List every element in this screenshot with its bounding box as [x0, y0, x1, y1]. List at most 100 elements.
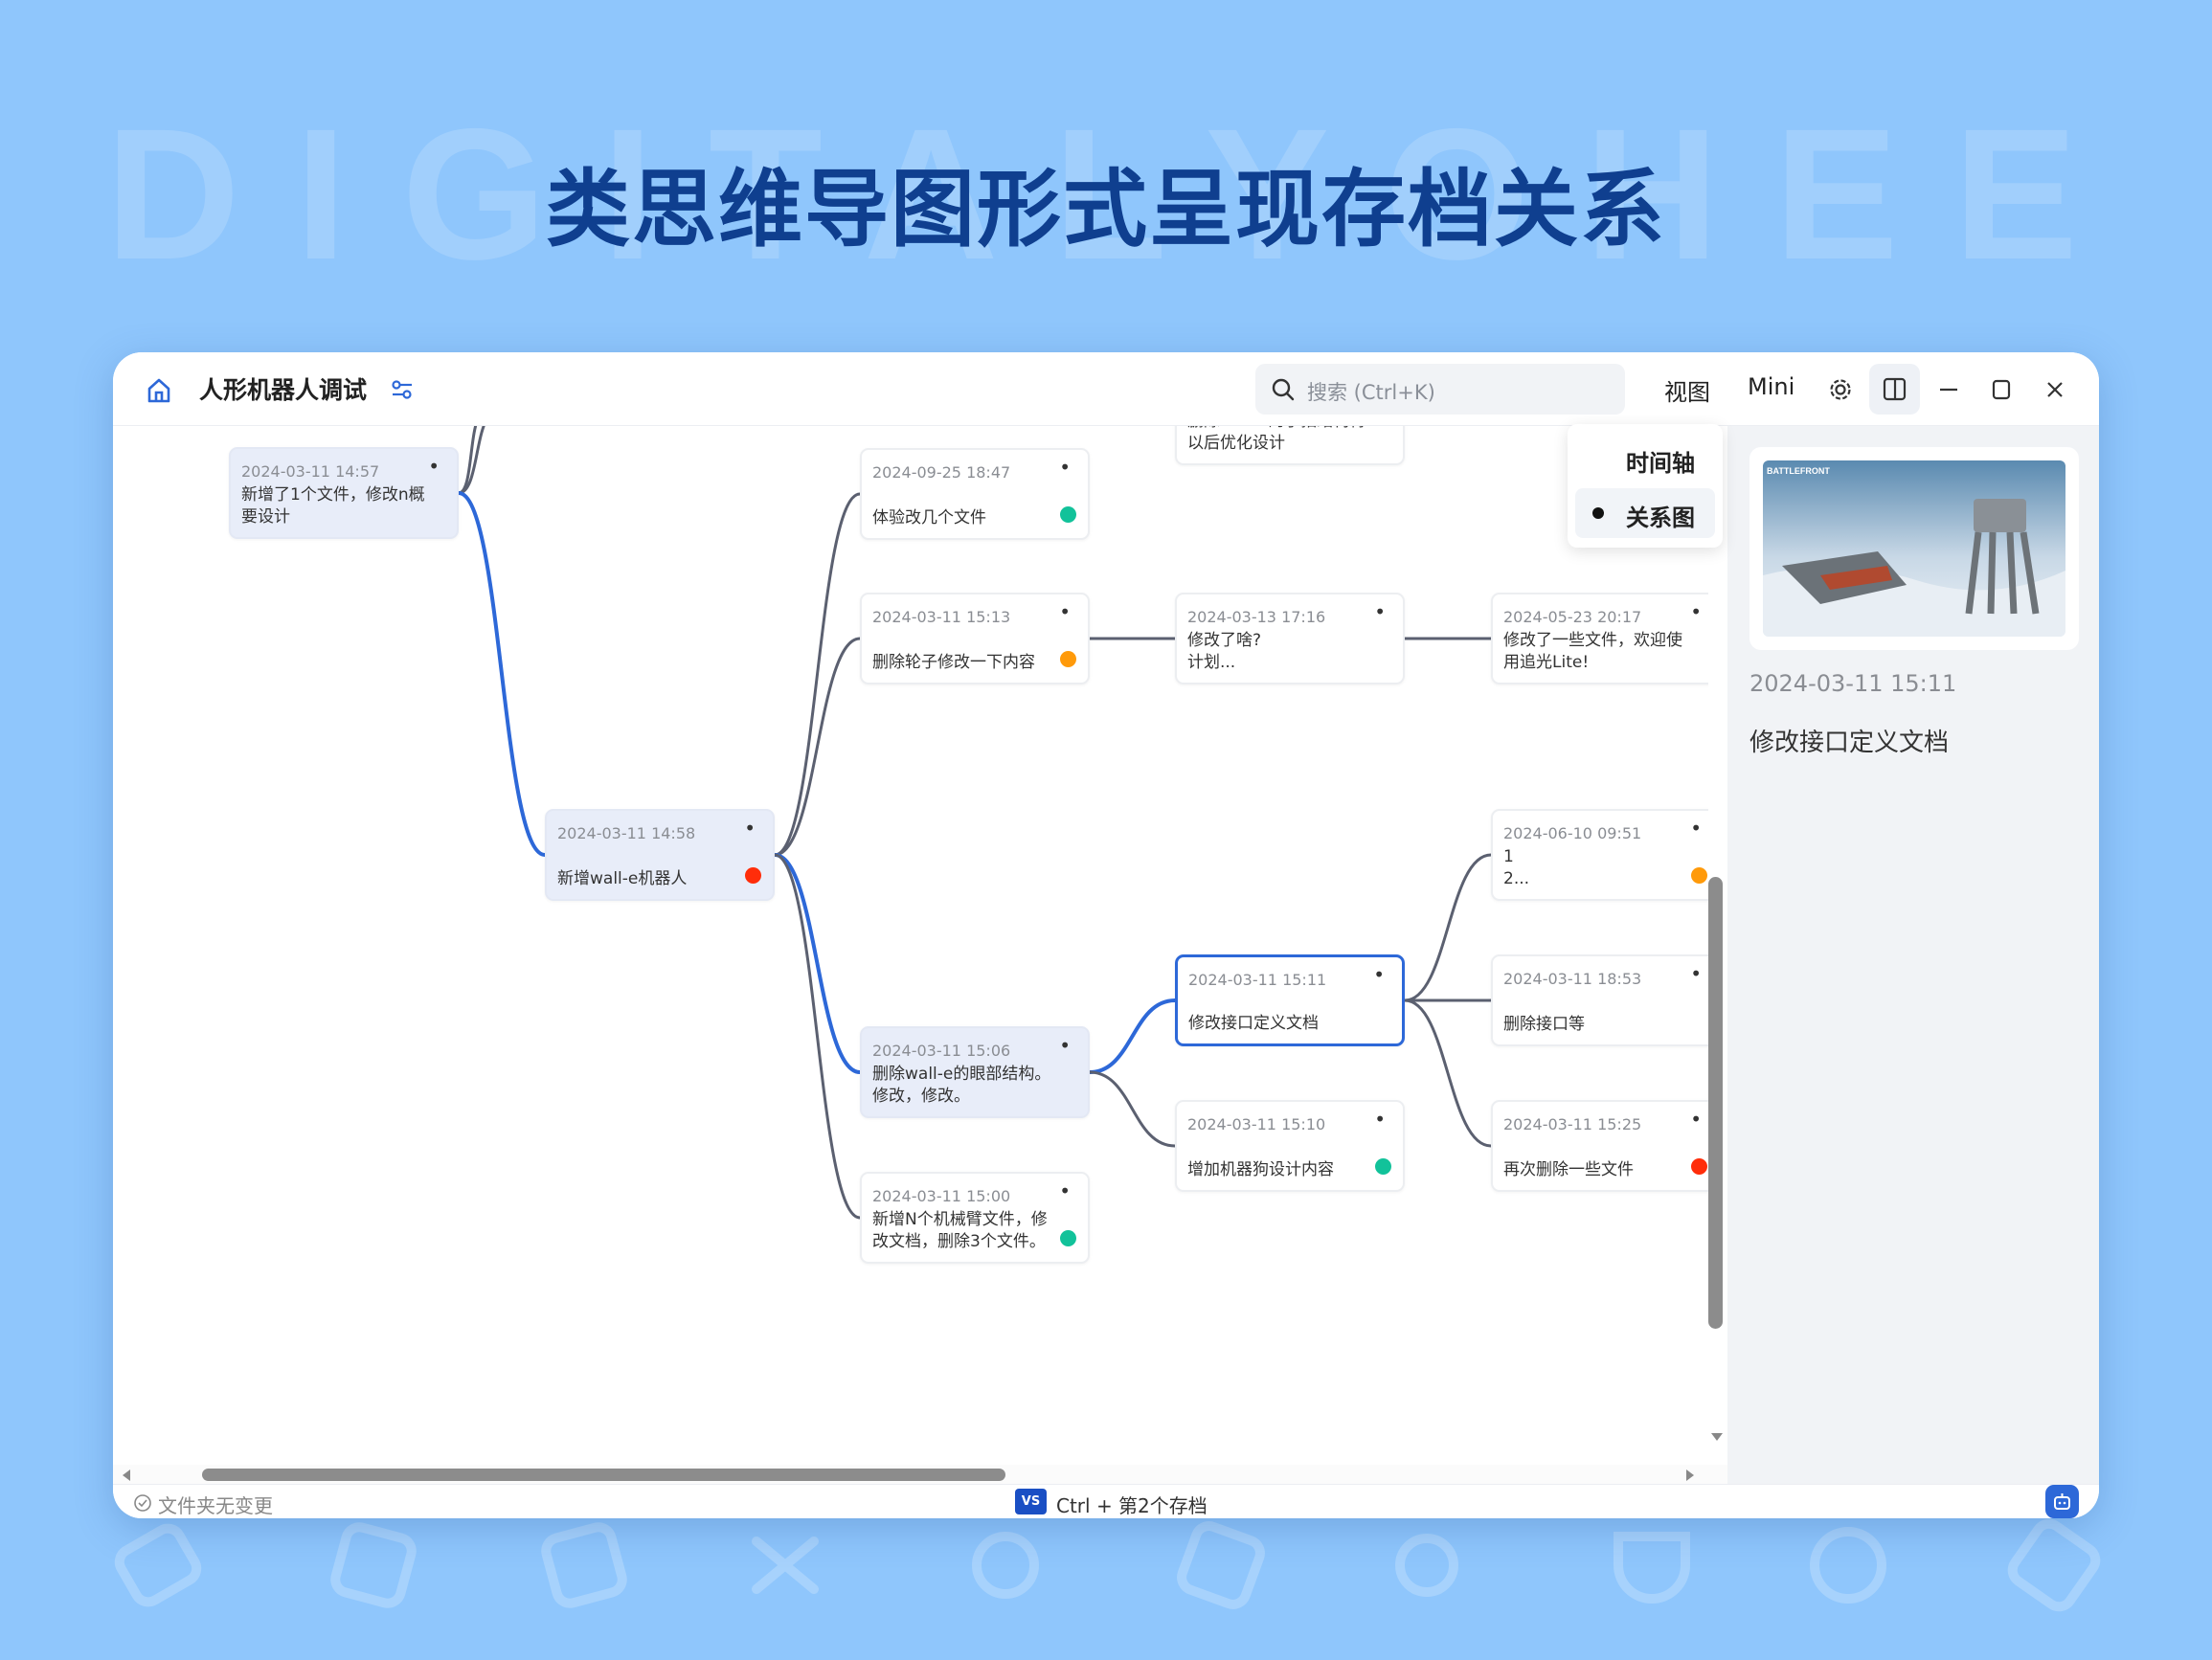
graph-edge-active — [458, 491, 546, 857]
assistant-button[interactable] — [2045, 1485, 2079, 1518]
node-time: 2024-03-11 15:06 — [872, 1042, 1011, 1060]
vertical-scroll-thumb[interactable] — [1708, 877, 1723, 1329]
key-icon — [1810, 1527, 1886, 1604]
graph-edge-active — [774, 853, 861, 1074]
tag-icon — [2007, 1518, 2101, 1612]
status-dot-icon — [1691, 1158, 1707, 1175]
folder-status: 文件夹无变更 — [158, 1494, 273, 1517]
node-time: 2024-03-11 15:11 — [1188, 971, 1327, 989]
horizontal-scroll-thumb[interactable] — [202, 1469, 1005, 1481]
node-time: 2024-06-10 09:51 — [1503, 824, 1642, 842]
watermark-text: DIGITALYOHEE — [105, 90, 2078, 278]
node-description: 新增了1个文件，修改n概 要设计 — [241, 485, 425, 527]
node-time: 2024-03-11 15:00 — [872, 1187, 1011, 1205]
archive-node[interactable]: 2024-06-10 09:51 • 1 2... — [1491, 809, 1708, 901]
bag-icon — [541, 1522, 627, 1608]
svg-text:BATTLEFRONT: BATTLEFRONT — [1767, 466, 1830, 476]
node-menu-icon[interactable]: • — [1059, 456, 1071, 479]
node-menu-icon[interactable]: • — [1690, 817, 1702, 840]
node-menu-icon[interactable]: • — [428, 455, 440, 478]
archive-node[interactable]: 2024-03-11 15:13 • 删除轮子修改一下内容 — [860, 593, 1090, 684]
gear-icon[interactable] — [1827, 376, 1854, 403]
node-time: 2024-03-11 18:53 — [1503, 970, 1642, 988]
detail-panel: BATTLEFRONT 2024-03-11 15:11 修改接口定义文档 — [1727, 426, 2099, 1484]
status-dot-icon — [745, 867, 761, 884]
archive-node[interactable]: 2024-03-11 14:58•新增wall-e机器人 — [545, 809, 775, 901]
close-icon[interactable] — [2043, 378, 2066, 401]
status-dot-icon — [1375, 1158, 1391, 1175]
node-description: 修改了一些文件，欢迎使 用追光Lite! — [1503, 631, 1682, 672]
graph-edges — [458, 426, 1492, 1220]
node-time: 2024-03-11 14:58 — [557, 824, 696, 842]
archive-node[interactable]: 2024-03-11 15:10•增加机器狗设计内容 — [1175, 1100, 1405, 1192]
drone-icon — [752, 1537, 819, 1594]
scroll-right-arrow-icon[interactable] — [1684, 1468, 1696, 1483]
status-dot-icon — [1060, 1230, 1076, 1246]
archive-node[interactable]: 2024-03-11 14:57•新增了1个文件，修改n概 要设计 — [229, 447, 459, 539]
node-menu-icon[interactable]: • — [744, 817, 756, 840]
archive-node[interactable]: 2024-03-11 15:06•删除wall-e的眼部结构。 修改，修改。 — [860, 1026, 1090, 1118]
graph-edge-active — [1089, 998, 1176, 1074]
node-description: 1 2... — [1503, 847, 1530, 888]
archive-node[interactable]: 2024-03-11 18:53•删除接口等 — [1491, 954, 1708, 1046]
node-time: 2024-09-25 18:47 — [872, 463, 1011, 482]
archive-preview-card[interactable]: BATTLEFRONT — [1749, 447, 2079, 650]
robot-assistant-icon — [2054, 1493, 2070, 1510]
node-menu-icon[interactable]: • — [1059, 1179, 1071, 1202]
status-dot-icon — [1060, 506, 1076, 523]
node-menu-icon[interactable]: • — [1690, 600, 1702, 623]
archive-node[interactable]: 2024-03-11 15:11•修改接口定义文档 — [1175, 954, 1405, 1046]
archive-time: 2024-03-11 15:11 — [1749, 670, 1957, 697]
mini-button[interactable]: Mini — [1748, 373, 1795, 400]
vs-badge: VS — [1015, 1489, 1047, 1514]
archive-node[interactable]: 2024-03-13 17:16•修改了啥? 计划... — [1175, 593, 1405, 684]
node-time: 2024-03-11 15:10 — [1187, 1115, 1326, 1133]
node-menu-icon[interactable]: • — [1374, 1108, 1386, 1131]
maximize-icon[interactable] — [1990, 378, 2013, 401]
archive-node[interactable]: 2024-05-23 20:17•修改了一些文件，欢迎使 用追光Lite! — [1491, 593, 1708, 684]
scroll-left-arrow-icon[interactable] — [121, 1468, 132, 1483]
view-menu-dropdown: 时间轴 关系图 — [1568, 424, 1723, 548]
node-menu-icon[interactable]: • — [1374, 600, 1386, 623]
node-time: 2024-03-11 15:13 — [872, 608, 1011, 626]
view-menu-item-timeline[interactable]: 时间轴 — [1626, 450, 1695, 477]
node-time: 2024-03-13 17:16 — [1187, 608, 1326, 626]
view-menu-item-relationship[interactable]: 关系图 — [1575, 488, 1715, 538]
cup-icon — [330, 1522, 417, 1608]
status-dot-icon — [1060, 651, 1076, 667]
node-description: 再次删除一些文件 — [1503, 1160, 1634, 1179]
node-menu-icon[interactable]: • — [1373, 963, 1385, 986]
side-panel-icon — [1883, 377, 1907, 401]
archive-node[interactable]: •删除wall-e的手指结构待 以后优化设计 — [1175, 426, 1405, 465]
search-input[interactable]: 搜索 (Ctrl+K) — [1255, 364, 1625, 415]
toggle-side-panel-button[interactable] — [1869, 364, 1920, 415]
search-icon — [1272, 378, 1295, 401]
home-icon[interactable] — [147, 377, 171, 404]
graph-edge — [1404, 853, 1492, 1002]
node-menu-icon[interactable]: • — [1059, 1034, 1071, 1057]
archive-node[interactable]: 2024-03-11 15:25 • 再次删除一些文件 — [1491, 1100, 1708, 1192]
graph-edge — [774, 637, 861, 857]
filter-settings-icon[interactable] — [391, 378, 414, 401]
horizontal-scrollbar[interactable] — [113, 1465, 1727, 1484]
robot-icon — [114, 1523, 202, 1607]
vertical-scrollbar[interactable] — [1708, 426, 1727, 1465]
archive-node[interactable]: 2024-09-25 18:47•体验改几个文件 — [860, 448, 1090, 540]
node-time: 2024-03-11 15:25 — [1503, 1115, 1642, 1133]
graph-edge — [1089, 1070, 1176, 1148]
status-dot-icon — [1691, 867, 1707, 884]
scroll-down-arrow-icon[interactable] — [1709, 1431, 1725, 1443]
node-description: 删除轮子修改一下内容 — [872, 653, 1035, 672]
archive-node[interactable]: 2024-03-11 15:00•新增N个机械臂文件，修 改文档，删除3个文件。 — [860, 1172, 1090, 1264]
app-window: 人形机器人调试 搜索 (Ctrl+K) 视图 Mini — [113, 352, 2099, 1518]
project-title: 人形机器人调试 — [199, 376, 368, 404]
node-menu-icon[interactable]: • — [1690, 962, 1702, 985]
view-button[interactable]: 视图 — [1664, 379, 1710, 406]
node-menu-icon[interactable]: • — [1690, 1108, 1702, 1131]
archive-preview-image: BATTLEFRONT — [1763, 460, 2065, 637]
command-icon — [972, 1532, 1039, 1599]
relationship-graph-canvas[interactable]: 2024-03-11 14:57•新增了1个文件，修改n概 要设计 2024-03… — [113, 426, 1708, 1465]
minimize-icon[interactable] — [1937, 378, 1960, 401]
node-menu-icon[interactable]: • — [1059, 600, 1071, 623]
archive-description: 修改接口定义文档 — [1749, 729, 1950, 757]
